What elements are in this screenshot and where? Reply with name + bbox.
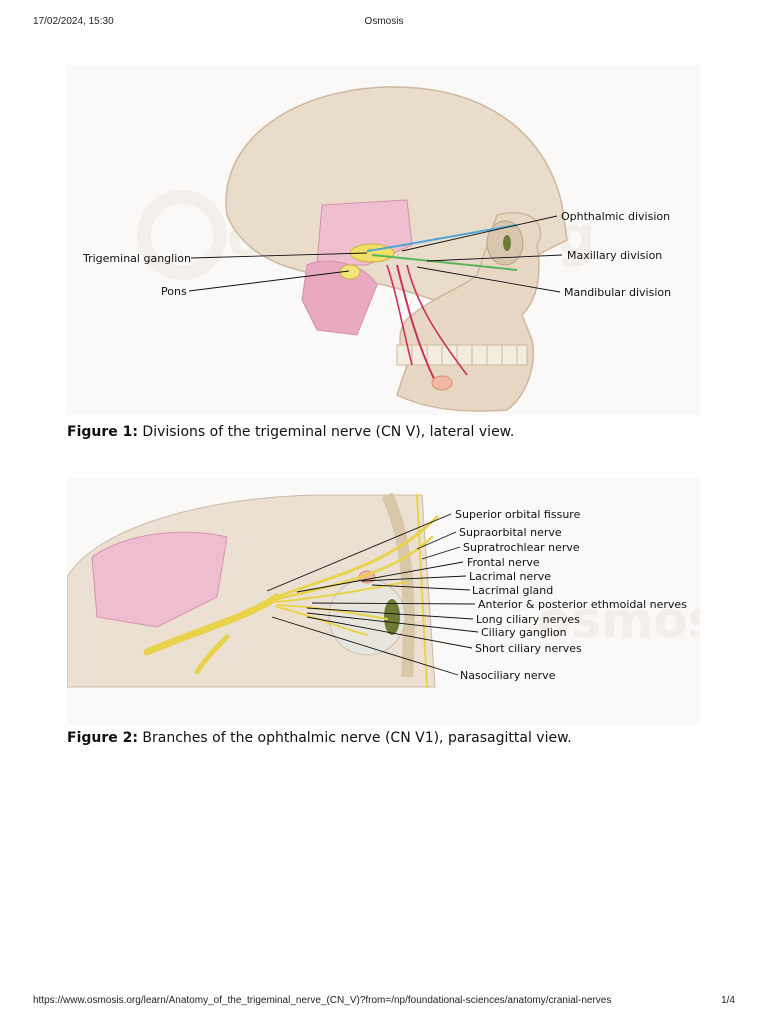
print-url: https://www.osmosis.org/learn/Anatomy_of… [33, 995, 612, 1006]
label-ophthalmic-division: Ophthalmic division [561, 210, 670, 223]
label-pons: Pons [161, 285, 187, 298]
figure-2-caption: Figure 2: Branches of the ophthalmic ner… [67, 730, 707, 746]
watermark-text-2: osmosis.org [537, 591, 700, 649]
figure-1-caption-text: Divisions of the trigeminal nerve (CN V)… [137, 424, 515, 440]
label-superior-orbital-fissure: Superior orbital fissure [455, 508, 581, 521]
skull-lateral-illustration: osmosis.org [82, 86, 671, 412]
figure-1-illustration: osmosis.org [67, 65, 700, 415]
figure-1-caption-prefix: Figure 1: [67, 424, 138, 440]
figure-2-leader-lines [266, 513, 479, 676]
print-page-number: 1/4 [721, 995, 735, 1006]
figure-2-illustration: osmosis.org [67, 477, 700, 725]
label-long-ciliary-nerves: Long ciliary nerves [476, 613, 580, 626]
label-maxillary-division: Maxillary division [567, 249, 662, 262]
label-supratrochlear-nerve: Supratrochlear nerve [463, 541, 580, 554]
print-date: 17/02/2024, 15:30 [33, 16, 114, 27]
orbit-parasagittal-illustration: osmosis.org [67, 492, 700, 688]
figure-1-caption: Figure 1: Divisions of the trigeminal ne… [67, 424, 707, 440]
label-trigeminal-ganglion: Trigeminal ganglion [82, 252, 191, 265]
label-ethmoidal-nerves: Anterior & posterior ethmoidal nerves [478, 598, 687, 611]
label-lacrimal-nerve: Lacrimal nerve [469, 570, 551, 583]
label-ciliary-ganglion: Ciliary ganglion [481, 626, 567, 639]
watermark-logo-2: osmosis.org [537, 591, 700, 649]
figure-1-leader-lines [188, 215, 563, 293]
label-short-ciliary-nerves: Short ciliary nerves [475, 642, 582, 655]
label-frontal-nerve: Frontal nerve [467, 556, 540, 569]
figure-2-caption-prefix: Figure 2: [67, 730, 138, 746]
label-mandibular-division: Mandibular division [564, 286, 671, 299]
label-nasociliary-nerve: Nasociliary nerve [460, 669, 556, 682]
label-supraorbital-nerve: Supraorbital nerve [459, 526, 562, 539]
figure-2-caption-text: Branches of the ophthalmic nerve (CN V1)… [137, 730, 572, 746]
print-title: Osmosis [364, 16, 404, 27]
label-lacrimal-gland: Lacrimal gland [472, 584, 553, 597]
